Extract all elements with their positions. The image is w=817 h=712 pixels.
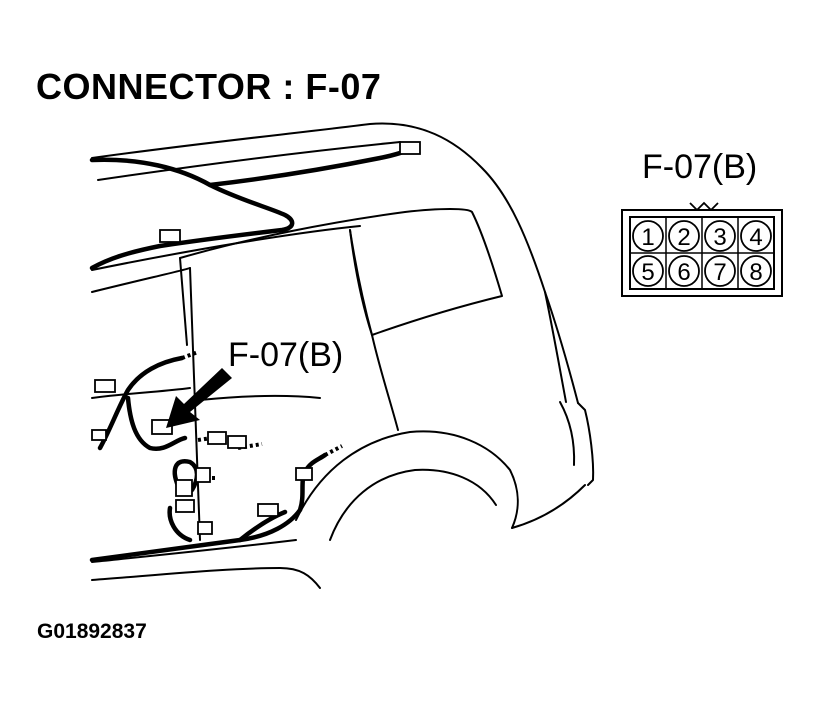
pin-label-2: 2 [677,224,690,251]
vehicle-body-outline [91,122,595,589]
pin-label-7: 7 [713,259,726,286]
pin-8 [740,255,772,287]
page-title: CONNECTOR : F-07 [36,66,382,107]
pin-7 [704,255,736,287]
pin-1 [632,220,664,252]
pin-5 [632,255,664,287]
figure-code: G01892837 [37,620,147,643]
callout-arrow [166,368,232,428]
pin-label-4: 4 [749,224,762,251]
connector-label: F-07(B) [642,148,757,186]
pin-label-8: 8 [749,259,762,286]
pin-label-5: 5 [641,259,654,286]
pin-label-6: 6 [677,259,690,286]
callout-label: F-07(B) [228,336,343,374]
connector-face: F-07(B) 1 2 3 4 5 6 7 8 [621,148,783,297]
pin-3 [704,220,736,252]
pin-2 [668,220,700,252]
harness-connectors [91,141,421,535]
pin-6 [668,255,700,287]
pin-label-3: 3 [713,224,726,251]
pin-label-1: 1 [641,224,654,251]
pin-4 [740,220,772,252]
